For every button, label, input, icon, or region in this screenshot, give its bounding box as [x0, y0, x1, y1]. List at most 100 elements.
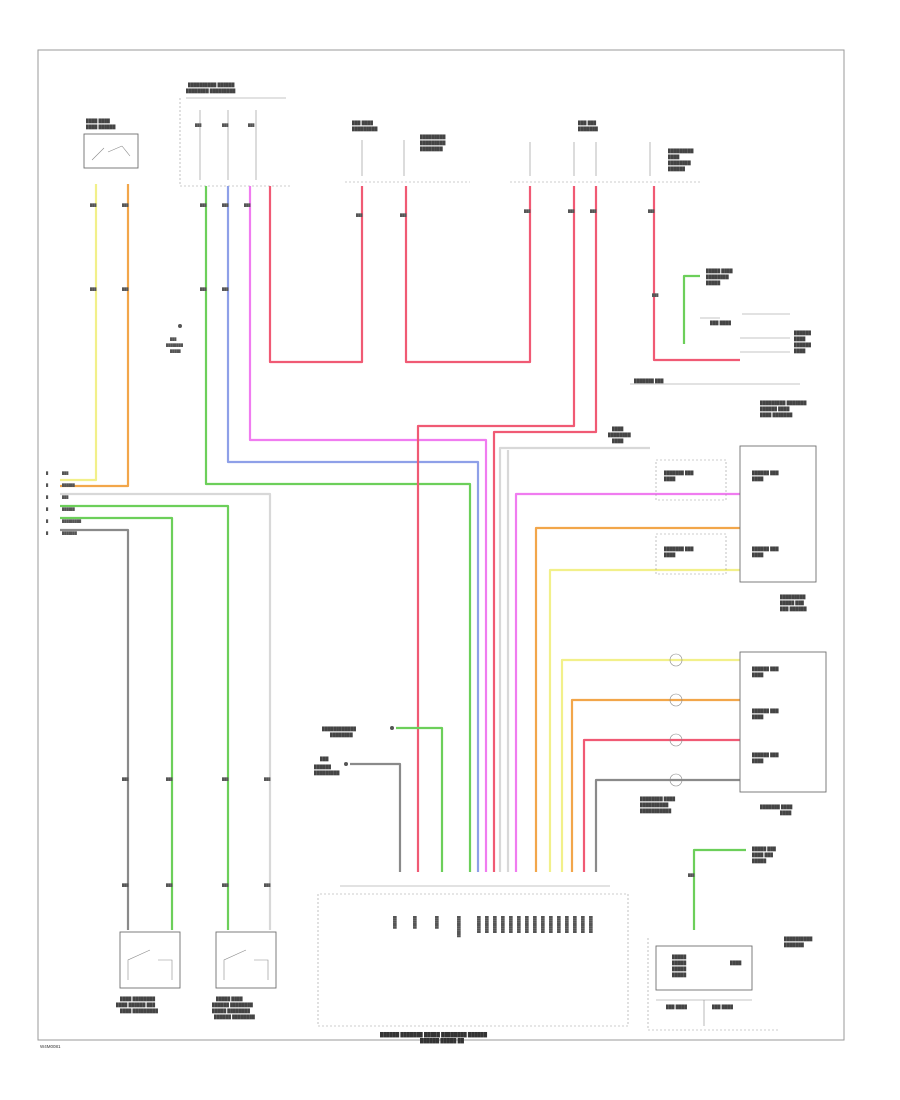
svg-text:████████: ████████	[565, 916, 569, 934]
svg-text:███: ███	[244, 203, 251, 207]
left-bus-labels: █ ███ █ ██████ █ ███ █ ██████ █ ████████…	[46, 471, 82, 535]
svg-text:███ ████: ███ ████	[710, 320, 731, 326]
svg-text:███: ███	[652, 293, 659, 297]
svg-text:█████████: █████████	[62, 519, 82, 523]
wire-blue-fuse	[226, 186, 480, 872]
svg-text:█████████: █████████	[668, 148, 694, 154]
fuse-block-right: ███ ███ ███████ █████████ ████ ████████ …	[510, 120, 700, 183]
svg-text:████████ ████: ████████ ████	[640, 796, 675, 802]
wire-magenta-passenger	[514, 492, 740, 872]
svg-text:████: ████	[668, 154, 680, 160]
svg-text:███: ███	[222, 203, 229, 207]
svg-text:████████: ████████	[493, 916, 497, 934]
svg-text:████████: ████████	[541, 916, 545, 934]
svg-text:███: ███	[648, 209, 655, 213]
svg-text:██████ ███: ██████ ███	[752, 470, 779, 476]
svg-text:████████: ████████	[533, 916, 537, 934]
module-pin-labels: ██████ ██████ ██████ ██████████ ████████…	[393, 916, 593, 938]
svg-text:████████: ████████	[589, 916, 593, 934]
svg-text:██████████: ██████████	[640, 802, 669, 808]
wire-gray-module	[350, 762, 402, 872]
svg-text:███: ███	[524, 209, 531, 213]
svg-text:███ ████: ███ ████	[666, 1004, 687, 1010]
svg-text:█: █	[46, 495, 49, 499]
svg-text:████: ████	[780, 810, 792, 816]
wire-gray-lamp	[594, 778, 740, 872]
connector-labels: ███ ███ ███ ███ ███ ███ ███ ███ ███ ███ …	[90, 203, 695, 887]
svg-text:███: ███	[195, 123, 202, 127]
left-front-door-switch: ████ ████ ████ ██████	[83, 118, 139, 169]
svg-text:████████ █████████: ████████ █████████	[186, 88, 235, 94]
svg-text:███████████: ███████████	[640, 808, 671, 814]
svg-text:███ ████: ███ ████	[712, 1004, 733, 1010]
svg-text:██████ █████ ██: ██████ █████ ██	[420, 1037, 465, 1044]
svg-text:███: ███	[222, 777, 229, 781]
svg-text:█████████ ███████: █████████ ███████	[760, 400, 807, 406]
svg-text:██████████: ██████████	[457, 916, 461, 938]
svg-text:████████: ████████	[549, 916, 553, 934]
svg-text:███: ███	[122, 287, 129, 291]
svg-text:████ █████████: ████ █████████	[120, 1008, 158, 1014]
svg-text:████████: ████████	[501, 916, 505, 934]
svg-text:██████: ██████	[794, 342, 811, 348]
svg-text:███: ███	[200, 203, 207, 207]
rear-lamp-assembly: ██████ ███ ████ ██████ ███ ████ ██████ █…	[640, 651, 827, 816]
wire-green-bottom-right	[692, 848, 746, 930]
diagram-border	[37, 49, 845, 1041]
svg-text:███████ ███: ███████ ███	[634, 378, 664, 384]
svg-text:████ ██████: ████ ██████	[86, 124, 116, 130]
svg-text:█████████: █████████	[780, 594, 806, 600]
svg-text:███████: ███████	[62, 531, 78, 535]
wire-green-module	[396, 726, 444, 872]
page-id: W4M0081	[40, 1044, 61, 1049]
svg-text:██████ ███████ █████ ████████: ██████ ███████ █████ ████████ ██████	[380, 1031, 488, 1038]
wire-yellow-lamp	[560, 658, 740, 872]
svg-text:█████ ████████: █████ ████████	[212, 1008, 250, 1014]
fuse-block-left: ██████████ ██████ ████████ █████████ ███…	[179, 82, 290, 187]
wire-magenta-fuse	[248, 186, 488, 872]
svg-text:██████ ████████: ██████ ████████	[214, 1014, 255, 1020]
svg-text:███: ███	[90, 203, 97, 207]
svg-text:██████: ██████	[62, 483, 76, 487]
svg-text:█: █	[46, 483, 49, 487]
svg-text:████ ███: ████ ███	[752, 852, 773, 858]
svg-text:█████████: █████████	[420, 134, 446, 140]
svg-text:██████████: ██████████	[784, 936, 813, 942]
svg-text:████████: ████████	[477, 916, 481, 934]
svg-text:█████: █████	[752, 858, 766, 864]
passenger-door-panel: ████ ████████ ████ ███████ ███ ████ ████…	[608, 426, 817, 612]
wire-green-top-right	[682, 274, 700, 344]
svg-text:█████: █████	[672, 954, 686, 960]
svg-text:████████: ████████	[706, 274, 729, 280]
svg-text:████████: ████████	[608, 432, 631, 438]
wire-red-loop-1	[268, 186, 364, 364]
wire-orange-passenger	[534, 526, 740, 872]
svg-text:███ ██████: ███ ██████	[780, 606, 807, 612]
svg-text:█████ ████: █████ ████	[216, 996, 243, 1002]
svg-text:████ ███████: ████ ███████	[760, 412, 792, 418]
svg-text:██████ ███: ██████ ███	[752, 546, 779, 552]
svg-text:███: ███	[222, 883, 229, 887]
svg-text:████: ████	[752, 758, 764, 764]
wire-white-bus	[60, 492, 272, 930]
svg-text:███: ███	[356, 213, 363, 217]
svg-text:████: ████	[794, 336, 806, 342]
svg-text:████████: ████████	[166, 343, 184, 347]
svg-text:██████: ██████	[668, 166, 685, 172]
svg-text:█████████: █████████	[314, 770, 340, 776]
svg-text:█████ ███: █████ ███	[780, 600, 804, 606]
svg-text:█: █	[46, 531, 49, 535]
svg-text:██████: ██████	[393, 916, 397, 930]
svg-text:█████: █████	[672, 960, 686, 966]
left-rear-door-switch: ████ ████████ ████ ██████ ███ ████ █████…	[116, 931, 181, 1014]
svg-text:█████: █████	[706, 280, 720, 286]
svg-text:████████: ████████	[485, 916, 489, 934]
svg-text:███: ███	[166, 883, 173, 887]
svg-text:████: ████	[752, 552, 764, 558]
svg-text:███: ███	[122, 883, 129, 887]
body-control-module: ██████ ███████ █████ ████████ ██████ ███…	[317, 885, 629, 1044]
svg-text:████: ████	[752, 714, 764, 720]
svg-text:█████████: █████████	[420, 140, 446, 146]
svg-text:███: ███	[590, 209, 597, 213]
